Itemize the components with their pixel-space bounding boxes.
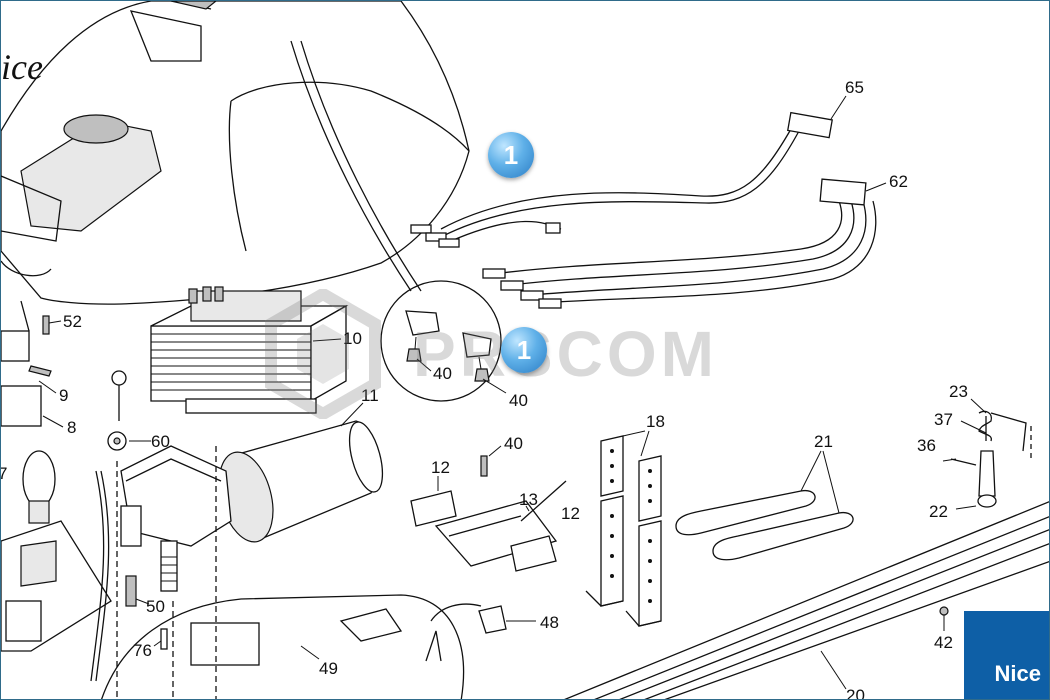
callout-23: 23: [949, 382, 968, 401]
callout-40-b: 40: [509, 391, 528, 410]
callout-22: 22: [929, 502, 948, 521]
hotspot-badge-clamp[interactable]: 1: [501, 327, 547, 373]
callout-8: 8: [67, 418, 76, 437]
cable-harness-62: [482, 178, 877, 309]
callout-9: 9: [59, 386, 68, 405]
callout-13: 13: [519, 490, 538, 509]
callout-10: 10: [343, 329, 362, 348]
gear-motor-11: [120, 420, 384, 592]
limit-stop-assembly: [950, 410, 1032, 508]
callout-12-b: 12: [561, 504, 580, 523]
callout-labels: 65 62 52 10 9 8 7 40 40 11 60 40 12 13 1…: [1, 78, 968, 700]
callout-65: 65: [845, 78, 864, 97]
brand-logo-text: Nice: [994, 661, 1041, 686]
rack-strips-21: [675, 489, 854, 561]
limit-switch-assembly: [410, 480, 567, 572]
brand-logo: Nice: [964, 611, 1049, 699]
callout-42: 42: [934, 633, 953, 652]
rail-20: [564, 501, 1049, 699]
transformer-10: [150, 286, 349, 414]
callout-11: 11: [361, 386, 379, 405]
base-housing: [101, 446, 507, 699]
callout-40-a: 40: [433, 364, 452, 383]
cable-harness-65: [410, 111, 833, 248]
motor-cover: [1, 1, 470, 305]
callout-48: 48: [540, 613, 559, 632]
callout-52: 52: [63, 312, 82, 331]
callout-62: 62: [889, 172, 908, 191]
callout-21: 21: [814, 432, 833, 451]
watermark-logo-icon: [265, 289, 381, 419]
callout-40-c: 40: [504, 434, 523, 453]
callout-49: 49: [319, 659, 338, 678]
hotspot-badge-cable[interactable]: 1: [488, 132, 534, 178]
callout-50: 50: [146, 597, 165, 616]
callout-37: 37: [934, 410, 953, 429]
control-board-left: [1, 300, 112, 682]
clamp-detail-inset: [380, 280, 502, 402]
watermark: PRSCOM: [263, 289, 823, 419]
callout-60: 60: [151, 432, 170, 451]
callout-20: 20: [846, 686, 865, 700]
callout-36: 36: [917, 436, 936, 455]
callout-76: 76: [133, 641, 152, 660]
cover-brand-text: ice: [1, 47, 43, 87]
callout-12-a: 12: [431, 458, 450, 477]
watermark-text: PRSCOM: [413, 318, 718, 390]
callout-7: 7: [1, 464, 7, 483]
screws: [28, 315, 488, 477]
callout-18: 18: [646, 412, 665, 431]
brackets-18: [585, 435, 662, 627]
leader-lines: [38, 95, 987, 690]
